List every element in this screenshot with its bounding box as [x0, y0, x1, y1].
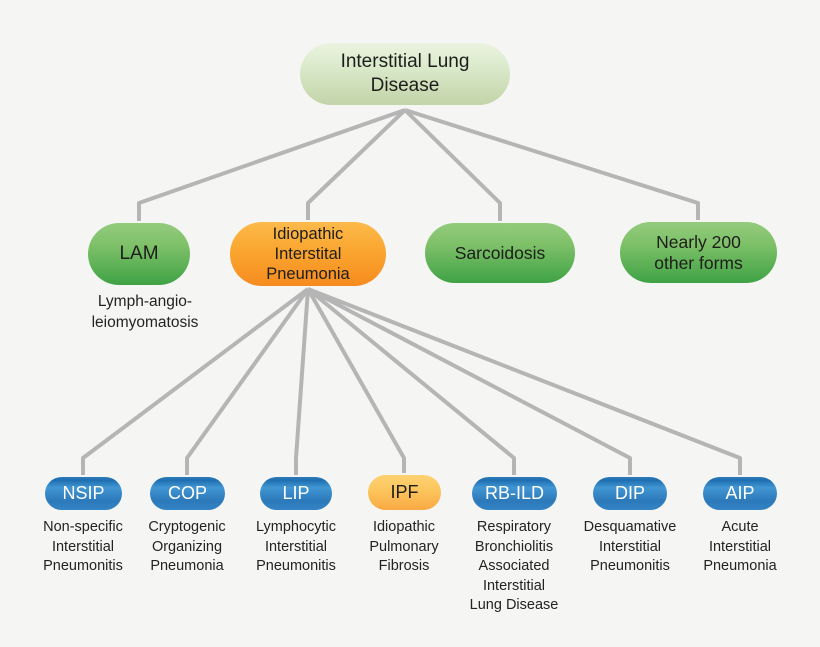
connector-root-other-forms [404, 108, 700, 220]
connector-root-iip [306, 108, 407, 220]
connector-iip-cop [185, 287, 310, 475]
node-sarcoidosis: Sarcoidosis [425, 223, 575, 283]
node-aip: AIP [703, 477, 777, 510]
connector-root-sarcoidosis [403, 108, 502, 221]
sublabel-cop: Cryptogenic Organizing Pneumonia [148, 519, 226, 574]
sublabel-lip: Lymphocytic Interstitial Pneumonitis [255, 519, 337, 574]
sublabel-ipf: Idiopathic Pulmonary Fibrosis [369, 519, 439, 574]
node-lip: LIP [260, 477, 332, 510]
connector-iip-nsip [81, 287, 310, 475]
node-rb-ild: RB-ILD [472, 477, 557, 510]
node-nsip: NSIP [45, 477, 122, 510]
connector-iip-lip [294, 288, 310, 475]
connector-root-lam [137, 108, 406, 221]
sublabel-aip: Acute Interstitial Pneumonia [703, 519, 777, 574]
node-idiopathic-interstital-pneumonia: Idiopathic Interstital Pneumonia [230, 222, 386, 286]
connector-iip-aip [307, 287, 742, 475]
connector-iip-rbild [306, 287, 516, 475]
node-ipf: IPF [368, 475, 441, 510]
node-cop: COP [150, 477, 225, 510]
sublabel-lam: Lymph-angio- leiomyomatosis [91, 293, 199, 331]
node-dip: DIP [593, 477, 667, 510]
node-interstitial-lung-disease: Interstitial Lung Disease [300, 43, 510, 105]
sublabel-rb-ild: Respiratory Bronchiolitis Associated Int… [469, 519, 559, 613]
node-lam: LAM [88, 223, 190, 285]
sublabel-nsip: Non-specific Interstitial Pneumonitis [43, 519, 123, 574]
connector-iip-ipf [306, 288, 406, 473]
node-nearly-200-other-forms: Nearly 200 other forms [620, 222, 777, 283]
sublabel-dip: Desquamative Interstitial Pneumonitis [583, 519, 677, 574]
connector-iip-dip [307, 287, 632, 475]
